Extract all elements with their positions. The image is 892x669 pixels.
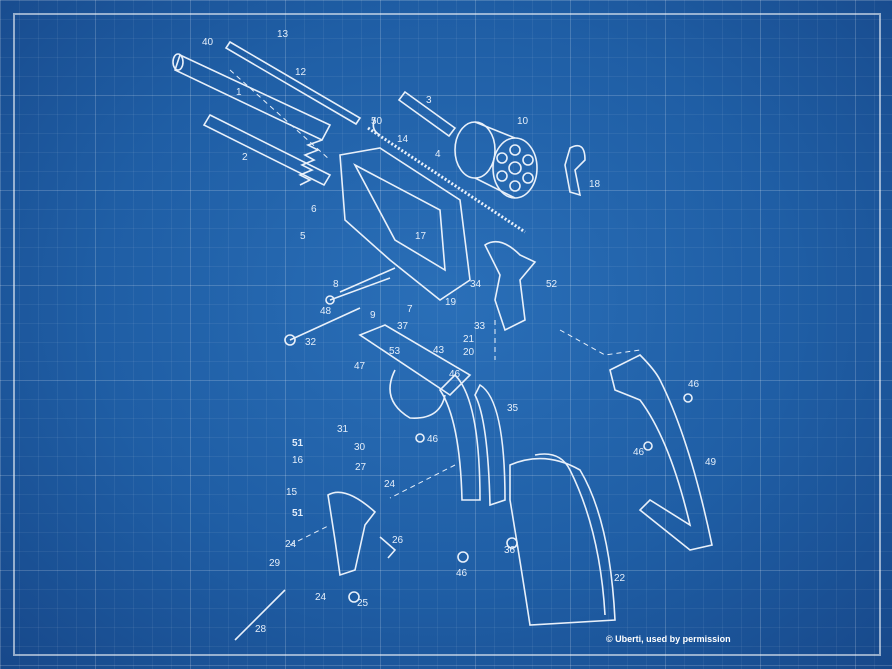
part-label: 19 [445, 297, 457, 308]
part-label: 31 [337, 424, 349, 435]
part-label: 10 [517, 116, 529, 127]
barrel [172, 53, 332, 142]
frame [339, 147, 471, 301]
trigger-guard-53 [358, 324, 472, 419]
ejector-spring [298, 139, 323, 186]
part-label: 26 [392, 535, 404, 546]
part-label: 36 [504, 545, 516, 556]
copyright-credit: © Uberti, used by permission [606, 634, 731, 644]
part-label: 17 [415, 231, 427, 242]
part-label: 24 [384, 479, 396, 490]
hand-spring [367, 117, 526, 234]
part-label: 4 [435, 149, 441, 160]
part-label: 16 [292, 455, 304, 466]
part-label: 24 [285, 539, 297, 550]
part-label: 35 [507, 403, 519, 414]
bolt-cylinder-hand [327, 491, 397, 577]
part-label: 40 [202, 37, 214, 48]
blueprint-border [13, 13, 881, 656]
backstrap-35 [438, 373, 506, 507]
part-label: 32 [305, 337, 317, 348]
screws [234, 267, 693, 641]
part-label: 14 [397, 134, 409, 145]
part-label: 52 [546, 279, 558, 290]
part-label: 25 [357, 598, 369, 609]
part-label: 6 [311, 204, 317, 215]
part-label: 33 [474, 321, 486, 332]
part-label: 34 [470, 279, 482, 290]
grip-22 [509, 453, 616, 626]
part-label: 21 [463, 334, 475, 345]
part-label: 15 [286, 487, 298, 498]
part-label: 51 [292, 438, 304, 449]
part-label: 37 [397, 321, 409, 332]
part-label: 1 [236, 87, 242, 98]
part-label: 2 [242, 152, 248, 163]
part-label: 5 [300, 231, 306, 242]
backstrap-49 [609, 354, 713, 551]
part-label: 28 [255, 624, 267, 635]
part-label: 30 [354, 442, 366, 453]
part-label: 43 [433, 345, 445, 356]
part-label: 18 [589, 179, 601, 190]
part-label: 46 [633, 447, 645, 458]
part-label: 7 [407, 304, 413, 315]
part-label: 12 [295, 67, 307, 78]
part-label: 50 [371, 116, 383, 127]
part-label: 47 [354, 361, 366, 372]
part-label: 9 [370, 310, 376, 321]
part-label: 29 [269, 558, 281, 569]
part-label: 3 [426, 95, 432, 106]
cylinder-pin [397, 90, 457, 138]
part-label: 46 [456, 568, 468, 579]
part-label: 20 [463, 347, 475, 358]
latch-18 [564, 144, 586, 197]
ejector-tube [202, 113, 332, 187]
part-label: 53 [389, 346, 401, 357]
part-label: 49 [705, 457, 717, 468]
part-label: 13 [277, 29, 289, 40]
part-label: 46 [688, 379, 700, 390]
part-label: 48 [320, 306, 332, 317]
part-label: 8 [333, 279, 339, 290]
cylinder [454, 121, 538, 199]
part-label: 46 [427, 434, 439, 445]
ejector-rod [224, 40, 362, 126]
part-label: 27 [355, 462, 367, 473]
part-label: 24 [315, 592, 327, 603]
hammer-52 [483, 240, 537, 332]
part-label: 46 [449, 369, 461, 380]
part-label: 22 [614, 573, 626, 584]
part-label: 51 [292, 508, 304, 519]
leader-lines [229, 69, 641, 546]
